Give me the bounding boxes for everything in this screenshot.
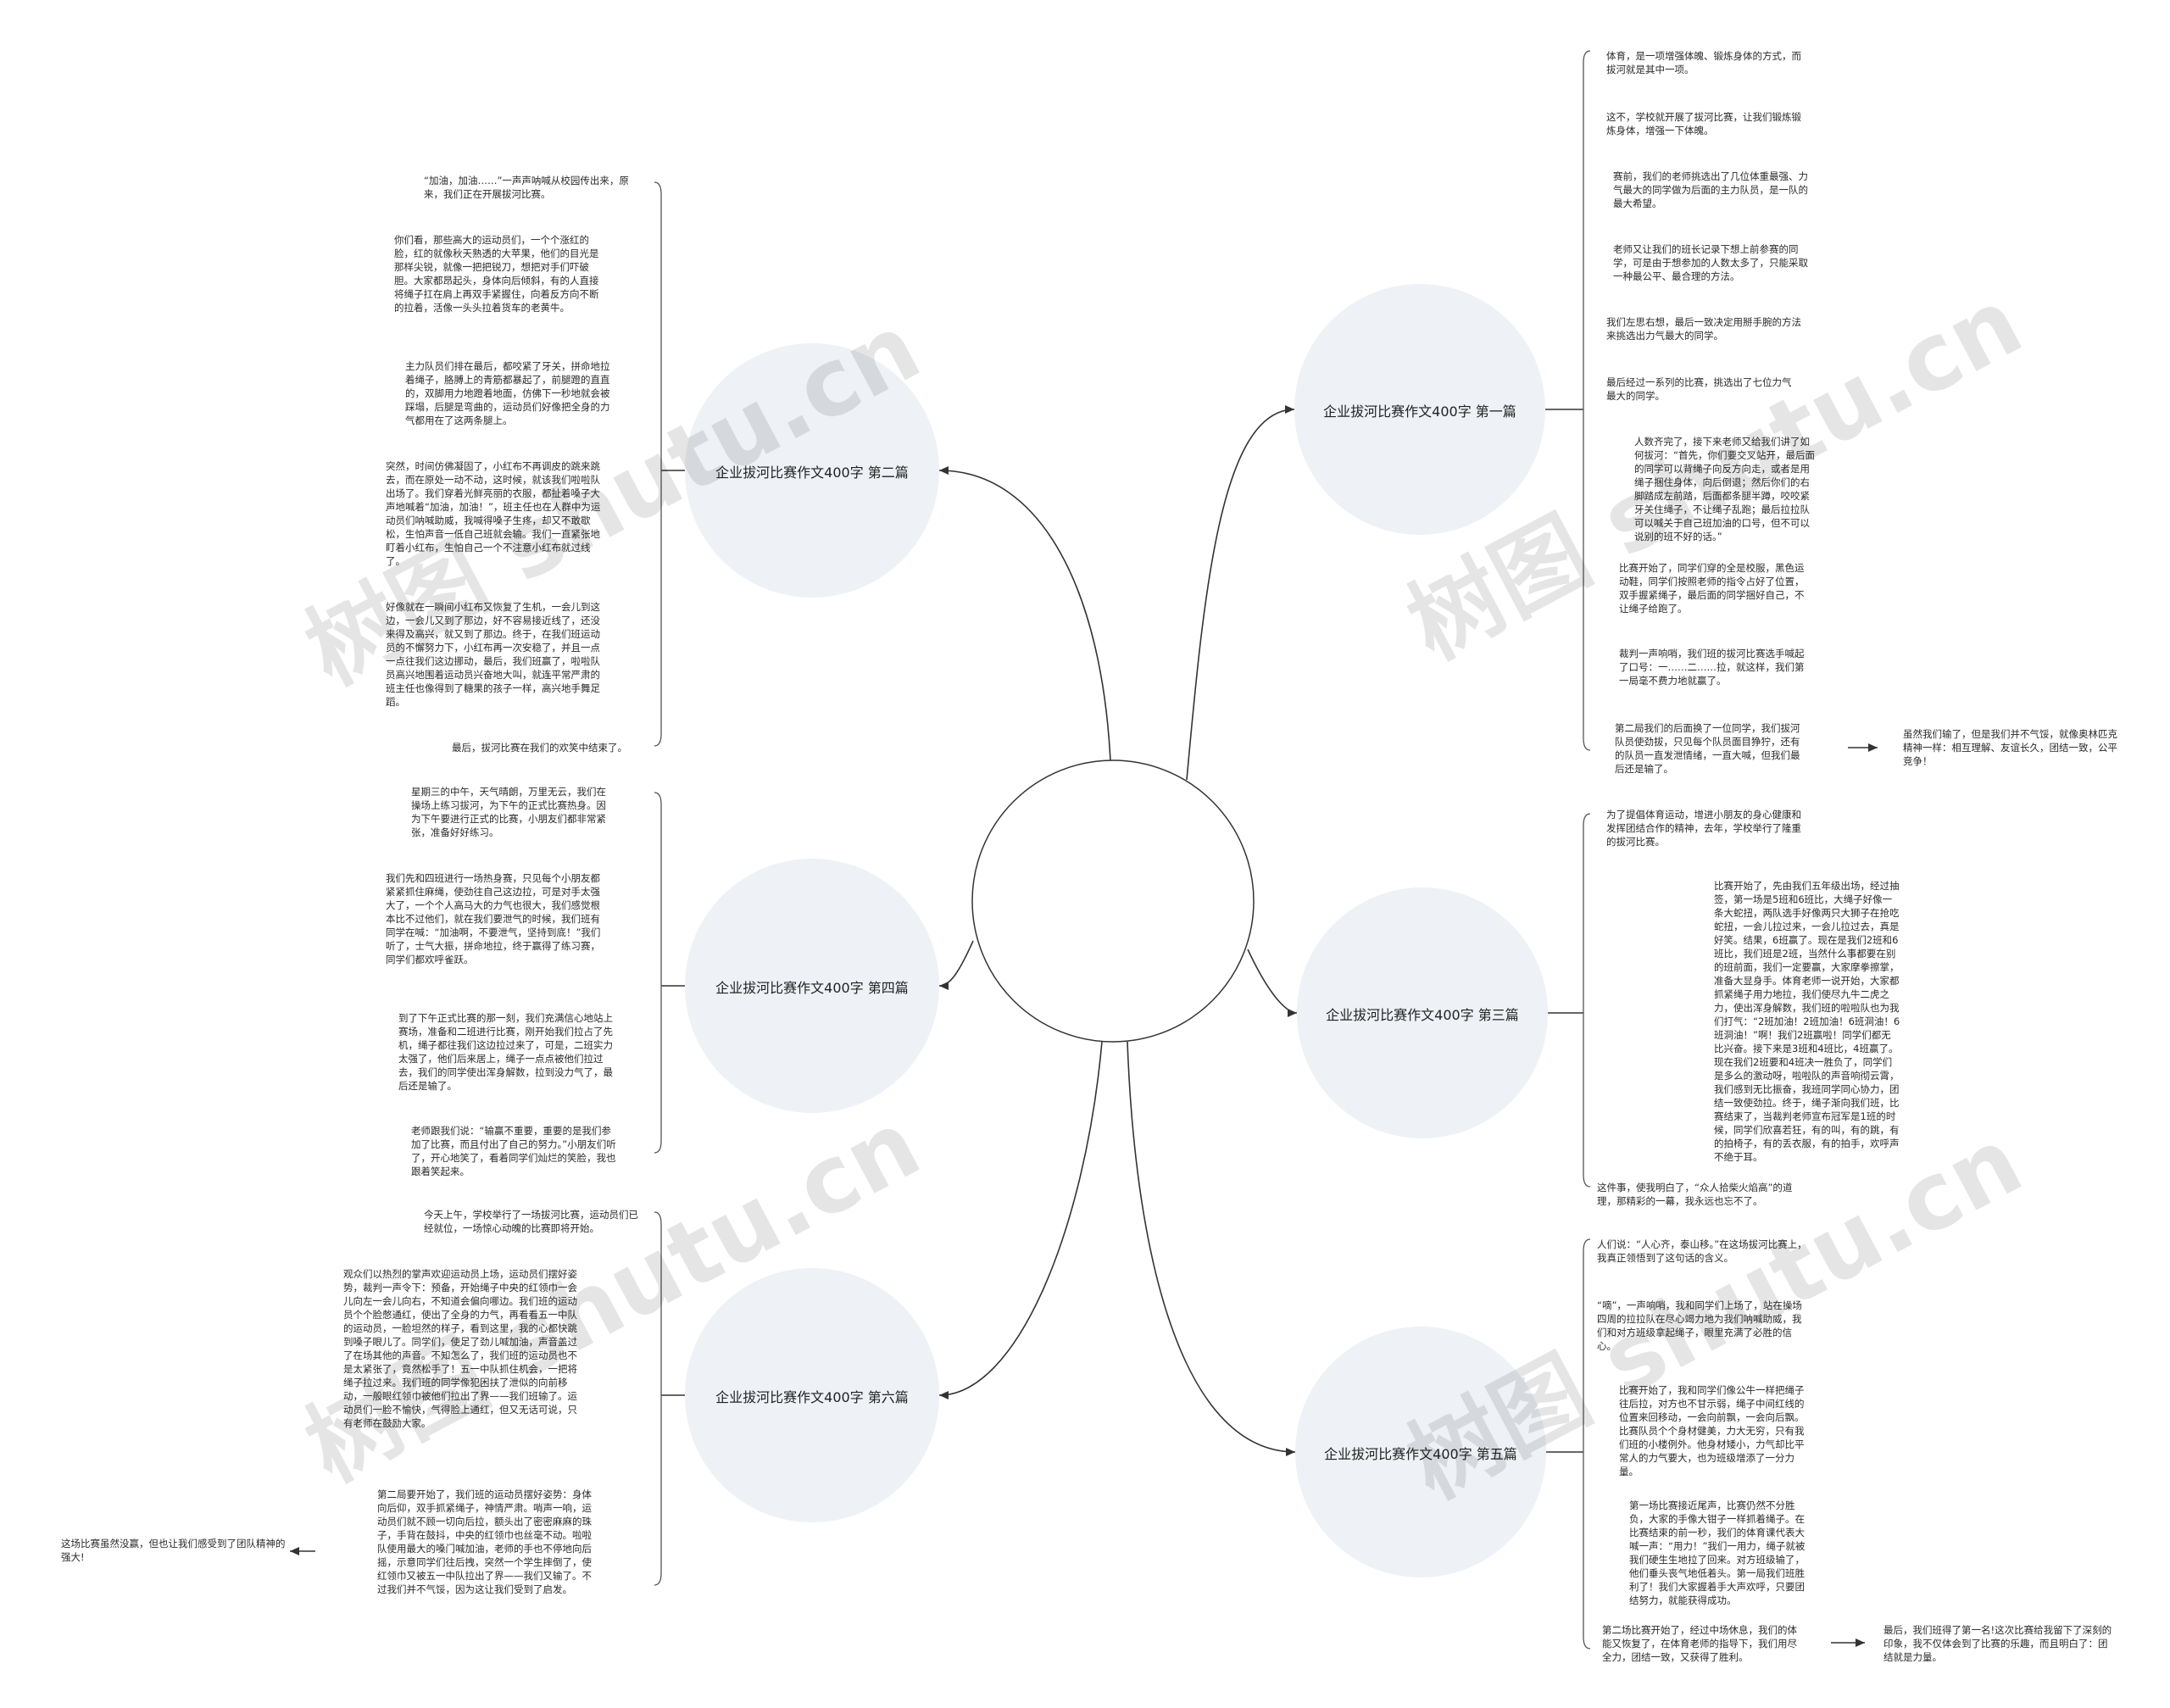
t3-bracket [1583, 813, 1591, 1188]
connector-t5 [1127, 1041, 1296, 1453]
connector-t3 [1247, 949, 1298, 1014]
connector-t3-arrowhead [1288, 1009, 1297, 1017]
t5-item: 人们说：“人心齐，泰山移。”在这场拔河比赛上，我真正领悟到了这句话的含义。 [1597, 1238, 1807, 1264]
topic-label-t6[interactable]: 企业拔河比赛作文400字 第六篇 [715, 1389, 909, 1405]
t2-bracket [654, 181, 662, 747]
t4-item: 我们先和四班进行一场热身赛，只见每个小朋友都紧紧抓住麻绳，使劲往自己这边拉，可是… [386, 872, 601, 965]
t6-item: 今天上午，学校举行了一场拔河比赛，运动员们已经就位，一场惊心动魄的比赛即将开始。 [424, 1209, 638, 1234]
connector-t4 [938, 940, 974, 987]
t5-item: 第二场比赛开始了，经过中场休息，我们的体能又恢复了，在体育老师的指导下，我们用尽… [1602, 1624, 1797, 1663]
connector-t5-sub-arrowhead [1856, 1638, 1865, 1647]
topic-bubble-t4[interactable] [685, 859, 939, 1113]
t1-item: 比赛开始了，同学们穿的全是校服，黑色运动鞋，同学们按照老师的指令占好了位置，双手… [1619, 562, 1805, 615]
t2-item: 好像就在一瞬间小红布又恢复了生机，一会儿到这边，一会儿又到了那边，好不容易接近线… [386, 601, 600, 708]
t1-item: 这不，学校就开展了拔河比赛，让我们锻炼锻炼身体，增强一下体魄。 [1606, 111, 1801, 136]
topic-label-t3[interactable]: 企业拔河比赛作文400字 第三篇 [1326, 1007, 1519, 1023]
topic-label-t5[interactable]: 企业拔河比赛作文400字 第五篇 [1324, 1446, 1517, 1462]
t1-item: 人数齐完了，接下来老师又给我们讲了如何拔河：“首先，你们要交叉站开，最后面的同学… [1634, 436, 1815, 542]
t4-item: 到了下午正式比赛的那一刻，我们充满信心地站上赛场，准备和二班进行比赛，刚开始我们… [398, 1012, 613, 1092]
topic-bubble-t2[interactable] [685, 343, 939, 598]
t2-item: 主力队员们排在最后，都咬紧了牙关，拼命地拉着绳子，胳膊上的青筋都暴起了，前腿蹬的… [405, 360, 610, 426]
topic-bubble-t3[interactable] [1297, 887, 1548, 1138]
connector-t6-arrowhead [939, 1391, 949, 1399]
t3-item: 为了提倡体育运动，增进小朋友的身心健康和发挥团结合作的精神，去年，学校举行了隆重… [1606, 809, 1801, 848]
connector-t6 [938, 1041, 1103, 1396]
t1-item: 最后经过一系列的比赛，挑选出了七位力气最大的同学。 [1606, 376, 1792, 402]
connector-t1 [1186, 409, 1295, 781]
t5-bracket [1583, 1238, 1591, 1650]
connector-t6-sub-arrowhead [290, 1547, 299, 1555]
center-node[interactable] [971, 759, 1255, 1043]
connector-t5-arrowhead [1286, 1448, 1295, 1456]
t6-bracket [654, 1211, 662, 1586]
topic-label-t1[interactable]: 企业拔河比赛作文400字 第一篇 [1323, 403, 1516, 420]
t6-item: 观众们以热烈的掌声欢迎运动员上场，运动员们摆好姿势，裁判一声令下：预备，开始绳子… [343, 1268, 577, 1429]
t5-subitem: 最后，我们班得了第一名!这次比赛给我留下了深刻的印象，我不仅体会到了比赛的乐趣，… [1883, 1624, 2112, 1663]
t4-bracket [654, 792, 662, 1154]
connector-t1-arrowhead [1285, 405, 1294, 414]
t1-item: 第二局我们的后面换了一位同学，我们拔河队员使劲拔，只见每个队员面目狰狞，还有的队… [1615, 722, 1800, 775]
topic-bubble-t5[interactable] [1295, 1327, 1546, 1577]
t3-item: 这件事，使我明白了，“众人拾柴火焰高”的道理，那精彩的一幕，我永远也忘不了。 [1597, 1182, 1793, 1207]
topic-label-t2[interactable]: 企业拔河比赛作文400字 第二篇 [715, 465, 909, 481]
connector-t2-arrowhead [939, 466, 949, 475]
t4-item: 老师跟我们说：“输赢不重要，重要的是我们参加了比赛，而且付出了自己的努力。”小朋… [411, 1125, 616, 1177]
t1-subitem: 虽然我们输了，但是我们并不气馁，就像奥林匹克精神一样：相互理解、友谊长久，团结一… [1903, 728, 2117, 767]
t3-item: 比赛开始了，先由我们五年级出场，经过抽签，第一场是5班和6班比，大绳子好像一条大… [1714, 880, 1900, 1163]
t4-item: 星期三的中午，天气晴朗，万里无云，我们在操场上练习拔河，为下午的正式比赛热身。因… [411, 786, 606, 838]
t5-item: 第一场比赛接近尾声，比赛仍然不分胜负，大家的手像大钳子一样抓着绳子。在比赛结束的… [1629, 1499, 1806, 1606]
connector-t2 [938, 470, 1111, 762]
t6-subitem: 这场比赛虽然没赢，但也让我们感受到了团队精神的强大! [61, 1538, 286, 1563]
connector-t4-arrowhead [939, 982, 949, 990]
t1-item: 我们左思右想，最后一致决定用掰手腕的方法来挑选出力气最大的同学。 [1606, 316, 1801, 342]
brackets [654, 50, 1591, 1650]
topic-bubble-t6[interactable] [685, 1268, 939, 1522]
topic-label-t4[interactable]: 企业拔河比赛作文400字 第四篇 [715, 980, 909, 996]
t2-item: 突然，时间仿佛凝固了，小红布不再调皮的跳来跳去，而在原处一动不动，这时候，就该我… [386, 460, 601, 567]
t2-item: 你们看，那些高大的运动员们，一个个涨红的脸，红的就像秋天熟透的大苹果，他们的目光… [394, 234, 599, 314]
t1-item: 赛前，我们的老师挑选出了几位体重最强、力气最大的同学做为后面的主力队员，是一队的… [1613, 170, 1808, 209]
connectors [290, 405, 1878, 1647]
t1-bracket [1583, 50, 1591, 751]
t1-item: 老师又让我们的班长记录下想上前参赛的同学，可是由于想参加的人数太多了，只能采取一… [1613, 243, 1808, 282]
t1-item: 裁判一声响哨，我们班的拔河比赛选手喊起了口号：一……二……拉，就这样，我们第一局… [1619, 648, 1805, 687]
topic-bubble-t1[interactable] [1294, 284, 1545, 535]
t2-item: “加油，加油……”一声声呐喊从校园传出来，原来，我们正在开展拔河比赛。 [424, 175, 629, 200]
t5-item: 比赛开始了，我和同学们像公牛一样把绳子往后拉，对方也不甘示弱，绳子中间红线的位置… [1619, 1384, 1805, 1477]
t2-item: 最后，拔河比赛在我们的欢笑中结束了。 [452, 742, 627, 754]
connector-t1-sub-arrowhead [1868, 743, 1878, 752]
t5-item: “嘀”，一声响哨，我和同学们上场了，站在操场四周的拉拉队在尽心竭力地为我们呐喊助… [1597, 1299, 1802, 1352]
t6-item: 第二局要开始了，我们班的运动员摆好姿势：身体向后仰，双手抓紧绳子，神情严肃。哨声… [377, 1488, 592, 1595]
t1-item: 体育，是一项增强体魄、锻炼身体的方式，而拔河就是其中一项。 [1606, 50, 1801, 75]
